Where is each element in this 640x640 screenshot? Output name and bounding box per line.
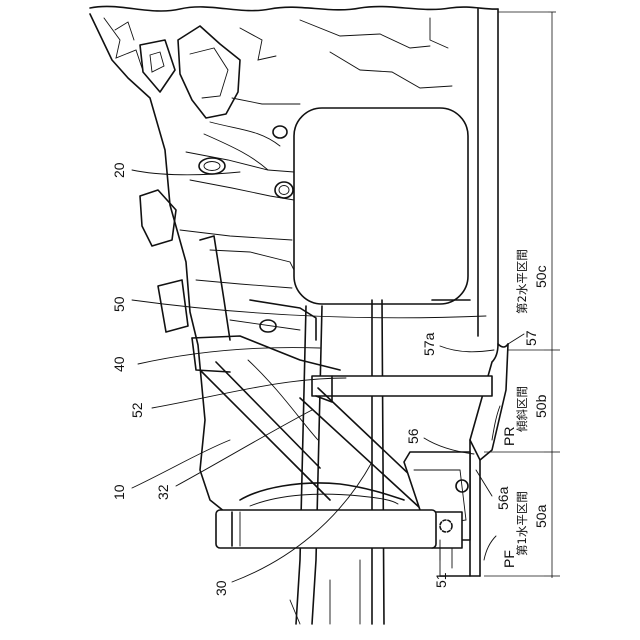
- label-20: 20: [111, 162, 127, 178]
- large-component-box: [294, 108, 468, 304]
- leader-57a: [440, 346, 494, 352]
- label-51: 51: [433, 572, 449, 588]
- label-56: 56: [405, 428, 421, 444]
- bumper-beam: [216, 510, 436, 548]
- round-part: [240, 483, 404, 506]
- section-1-ref: 50a: [533, 504, 549, 528]
- leader-pf: [484, 536, 496, 560]
- label-57: 57: [523, 330, 539, 346]
- label-10: 10: [111, 484, 127, 500]
- leader-32: [176, 410, 312, 486]
- section-1-name: 第1水平区間: [515, 491, 529, 556]
- label-30: 30: [213, 580, 229, 596]
- cross-member: [312, 376, 492, 402]
- leader-40: [138, 348, 320, 364]
- section-3-name: 第2水平区間: [515, 249, 529, 314]
- cut-line: [90, 6, 498, 11]
- section-labels: 第1水平区間 50a 傾斜区間 50b 第2水平区間 50c: [515, 249, 549, 556]
- leader-56a: [476, 470, 492, 496]
- section-2-name: 傾斜区間: [515, 386, 529, 432]
- leader-57: [508, 334, 524, 344]
- label-52: 52: [129, 402, 145, 418]
- label-50: 50: [111, 296, 127, 312]
- label-57a: 57a: [421, 332, 437, 356]
- label-40: 40: [111, 356, 127, 372]
- label-32: 32: [155, 484, 171, 500]
- label-56a: 56a: [495, 486, 511, 510]
- leader-20: [132, 170, 240, 175]
- section-3-ref: 50c: [533, 265, 549, 288]
- section-2-ref: 50b: [533, 394, 549, 418]
